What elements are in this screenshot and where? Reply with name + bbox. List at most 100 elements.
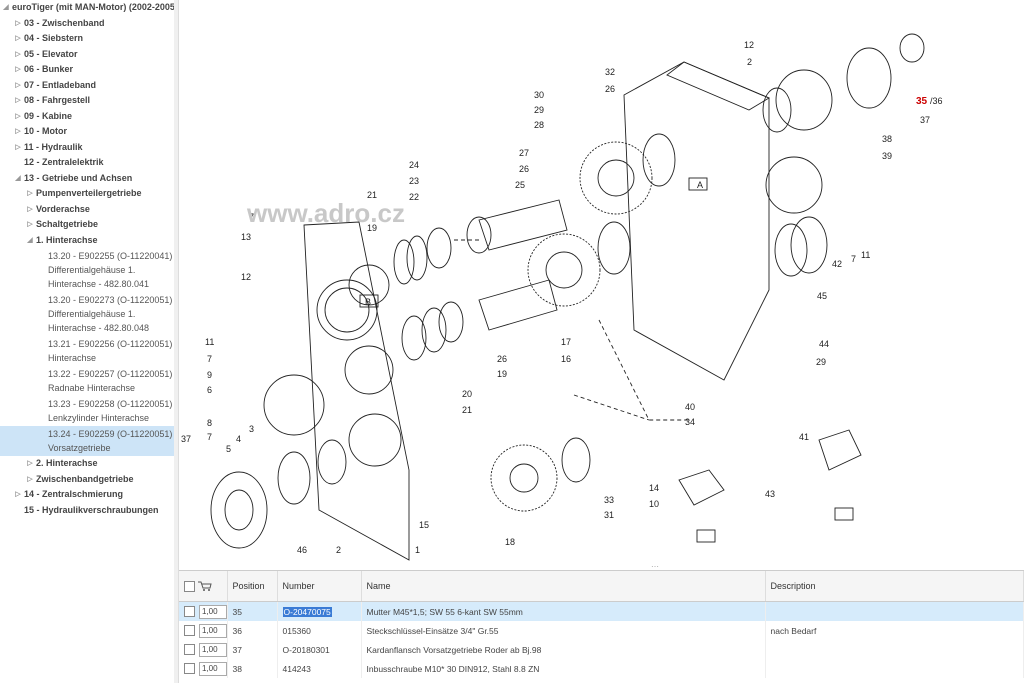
part-number-label[interactable]: 8: [207, 418, 212, 428]
part-number-label[interactable]: 29: [816, 357, 826, 367]
part-number-label[interactable]: 37: [920, 115, 930, 125]
select-all-checkbox[interactable]: [184, 580, 195, 592]
header-select[interactable]: [179, 571, 228, 602]
part-number[interactable]: 015360: [282, 625, 311, 636]
part-number-label[interactable]: 21: [462, 405, 472, 415]
part-number-label[interactable]: 1: [415, 545, 420, 555]
row-select-cell[interactable]: 1,00: [179, 640, 228, 659]
tree-item[interactable]: ▷14 - Zentralschmierung: [0, 487, 174, 503]
tree-item[interactable]: ▷06 - Bunker: [0, 62, 174, 78]
expand-arrow-icon[interactable]: ▷: [15, 97, 21, 104]
header-name[interactable]: Name: [361, 571, 766, 602]
part-number-label[interactable]: 2: [747, 57, 752, 67]
part-number-label[interactable]: 16: [561, 354, 571, 364]
expand-arrow-icon[interactable]: ▷: [15, 81, 21, 89]
tree-item[interactable]: ▷07 - Entladeband: [0, 78, 174, 94]
row-checkbox[interactable]: [184, 625, 195, 636]
part-number-label[interactable]: 11: [861, 250, 870, 260]
part-number-label[interactable]: 18: [505, 537, 515, 547]
part-number-label[interactable]: 7: [207, 432, 212, 442]
tree-item[interactable]: ▷Pumpenverteilergetriebe: [0, 186, 174, 202]
expand-arrow-icon[interactable]: ▷: [27, 205, 33, 213]
part-number-label[interactable]: 12: [241, 272, 251, 282]
part-number-label[interactable]: 28: [534, 120, 544, 130]
quantity-input[interactable]: 1,00: [199, 604, 226, 619]
tree-item[interactable]: 13.20 - E902255 (O-11220041) Differentia…: [0, 248, 174, 292]
part-number[interactable]: O-20470075: [282, 606, 332, 617]
header-number[interactable]: Number: [277, 571, 362, 602]
part-number-label[interactable]: 30: [534, 90, 544, 100]
part-number-label[interactable]: 6: [207, 385, 212, 395]
part-number-label[interactable]: 19: [367, 223, 377, 233]
header-description[interactable]: Description: [765, 571, 1024, 602]
number-cell[interactable]: O-20470075: [277, 601, 362, 621]
expand-arrow-icon[interactable]: ▷: [15, 491, 21, 498]
part-number-label[interactable]: 11: [205, 337, 214, 347]
quantity-input[interactable]: 1,00: [199, 642, 226, 657]
part-number-label[interactable]: 38: [882, 134, 892, 144]
number-cell[interactable]: O-20180301: [277, 640, 362, 659]
part-number-label[interactable]: 31: [604, 510, 614, 520]
part-number-label[interactable]: 5: [226, 444, 231, 454]
part-number-label[interactable]: 21: [367, 190, 377, 200]
part-number-label[interactable]: 2: [336, 545, 341, 555]
tree-item[interactable]: ▷08 - Fahrgestell: [0, 93, 174, 109]
part-number-label[interactable]: 32: [605, 67, 615, 77]
tree-item[interactable]: 13.24 - E902259 (O-11220051) Vorsatzgetr…: [0, 426, 174, 456]
expand-arrow-icon[interactable]: ▷: [15, 19, 21, 27]
part-number-label[interactable]: 12: [744, 40, 754, 50]
part-number-label[interactable]: 7: [851, 254, 856, 264]
expand-arrow-icon[interactable]: ▷: [15, 112, 21, 120]
tree-item[interactable]: 13.21 - E902256 (O-11220051) Hinterachse: [0, 336, 174, 366]
tree-item[interactable]: ◢13 - Getriebe und Achsen: [0, 171, 174, 187]
part-number-label[interactable]: 33: [604, 495, 614, 505]
tree-item[interactable]: ▷2. Hinterachse: [0, 456, 174, 472]
tree-item[interactable]: ▷11 - Hydraulik: [0, 140, 174, 156]
number-cell[interactable]: 414243: [277, 659, 362, 678]
tree-item[interactable]: ◢1. Hinterachse: [0, 233, 174, 249]
part-number-label[interactable]: 25: [515, 180, 525, 190]
tree-item[interactable]: 13.23 - E902258 (O-11220051) Lenkzylinde…: [0, 396, 174, 426]
tree-item[interactable]: ▷Zwischenbandgetriebe: [0, 472, 174, 488]
tree-item[interactable]: ▷04 - Siebstern: [0, 31, 174, 47]
part-number-label[interactable]: 19: [497, 369, 507, 379]
part-number-label[interactable]: 40: [685, 402, 695, 412]
expand-arrow-icon[interactable]: ▷: [15, 35, 21, 42]
part-number-label[interactable]: 43: [765, 489, 775, 499]
part-number-label[interactable]: 7: [207, 354, 212, 364]
header-position[interactable]: Position: [227, 571, 278, 602]
part-number-label[interactable]: 24: [409, 160, 419, 170]
part-number-label[interactable]: 39: [882, 151, 892, 161]
part-number-label[interactable]: 27: [519, 148, 529, 158]
part-number-label[interactable]: 41: [799, 432, 809, 442]
part-number-label[interactable]: 14: [649, 483, 659, 493]
part-number-label[interactable]: 42: [832, 259, 842, 269]
part-number[interactable]: 414243: [282, 663, 311, 674]
tree-item[interactable]: ◢euroTiger (mit MAN-Motor) (2002-2005): [0, 0, 174, 16]
collapse-arrow-icon[interactable]: ◢: [3, 4, 9, 11]
row-select-cell[interactable]: 1,00: [179, 601, 228, 621]
part-number-label[interactable]: 3: [249, 424, 254, 434]
part-number-label[interactable]: 44: [819, 339, 829, 349]
part-number-label[interactable]: 9: [207, 370, 212, 380]
part-number-label[interactable]: 17: [561, 337, 571, 347]
tree-item[interactable]: 12 - Zentralelektrik: [0, 155, 174, 171]
resize-grip[interactable]: ⋯: [651, 562, 659, 568]
part-number-label[interactable]: 20: [462, 389, 472, 399]
row-checkbox[interactable]: [184, 644, 195, 655]
part-number-label[interactable]: 22: [409, 192, 419, 202]
tree-item[interactable]: 13.20 - E902273 (O-11220051) Differentia…: [0, 292, 174, 336]
quantity-input[interactable]: 1,00: [199, 661, 226, 676]
part-number-label[interactable]: 29: [534, 105, 544, 115]
tree-item[interactable]: ▷03 - Zwischenband: [0, 16, 174, 32]
expand-arrow-icon[interactable]: ▷: [27, 190, 33, 197]
row-select-cell[interactable]: 1,00: [179, 659, 228, 678]
part-number-label[interactable]: 45: [817, 291, 827, 301]
row-checkbox[interactable]: [184, 663, 195, 674]
cart-icon[interactable]: [197, 581, 212, 592]
expand-arrow-icon[interactable]: ▷: [15, 66, 21, 73]
expand-arrow-icon[interactable]: ▷: [15, 143, 21, 151]
